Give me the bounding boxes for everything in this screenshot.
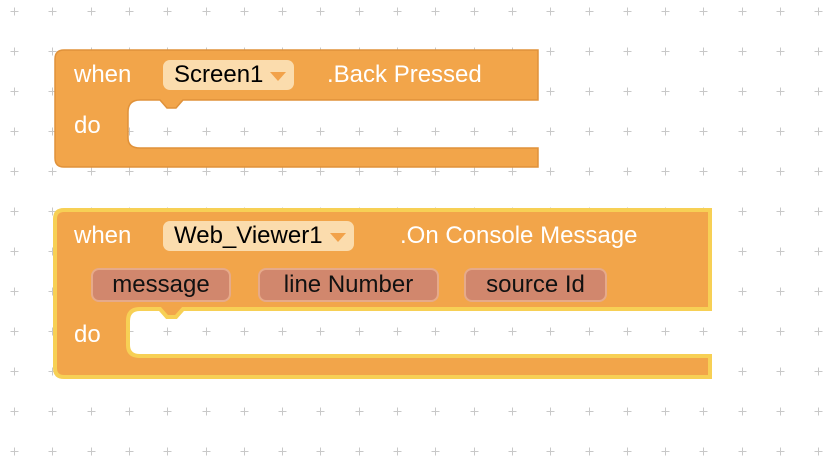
component-dropdown-web-viewer1[interactable]: Web_Viewer1 [163, 221, 354, 251]
param-message[interactable]: message [91, 268, 231, 302]
param-label: message [112, 271, 210, 298]
event-name: .On Console Message [400, 222, 638, 249]
param-label: line Number [283, 271, 414, 298]
param-source-id[interactable]: source Id [464, 268, 607, 302]
chevron-down-icon [270, 72, 287, 81]
param-line-number[interactable]: line Number [258, 268, 439, 302]
param-label: source Id [486, 271, 585, 298]
component-name: Screen1 [174, 61, 264, 88]
do-keyword: do [74, 112, 101, 139]
do-keyword: do [74, 321, 101, 348]
event-name: .Back Pressed [327, 61, 482, 88]
component-name: Web_Viewer1 [174, 222, 323, 249]
when-keyword: when [74, 61, 132, 88]
when-keyword: when [74, 222, 132, 249]
chevron-down-icon [329, 233, 346, 242]
component-dropdown-screen1[interactable]: Screen1 [163, 60, 295, 90]
